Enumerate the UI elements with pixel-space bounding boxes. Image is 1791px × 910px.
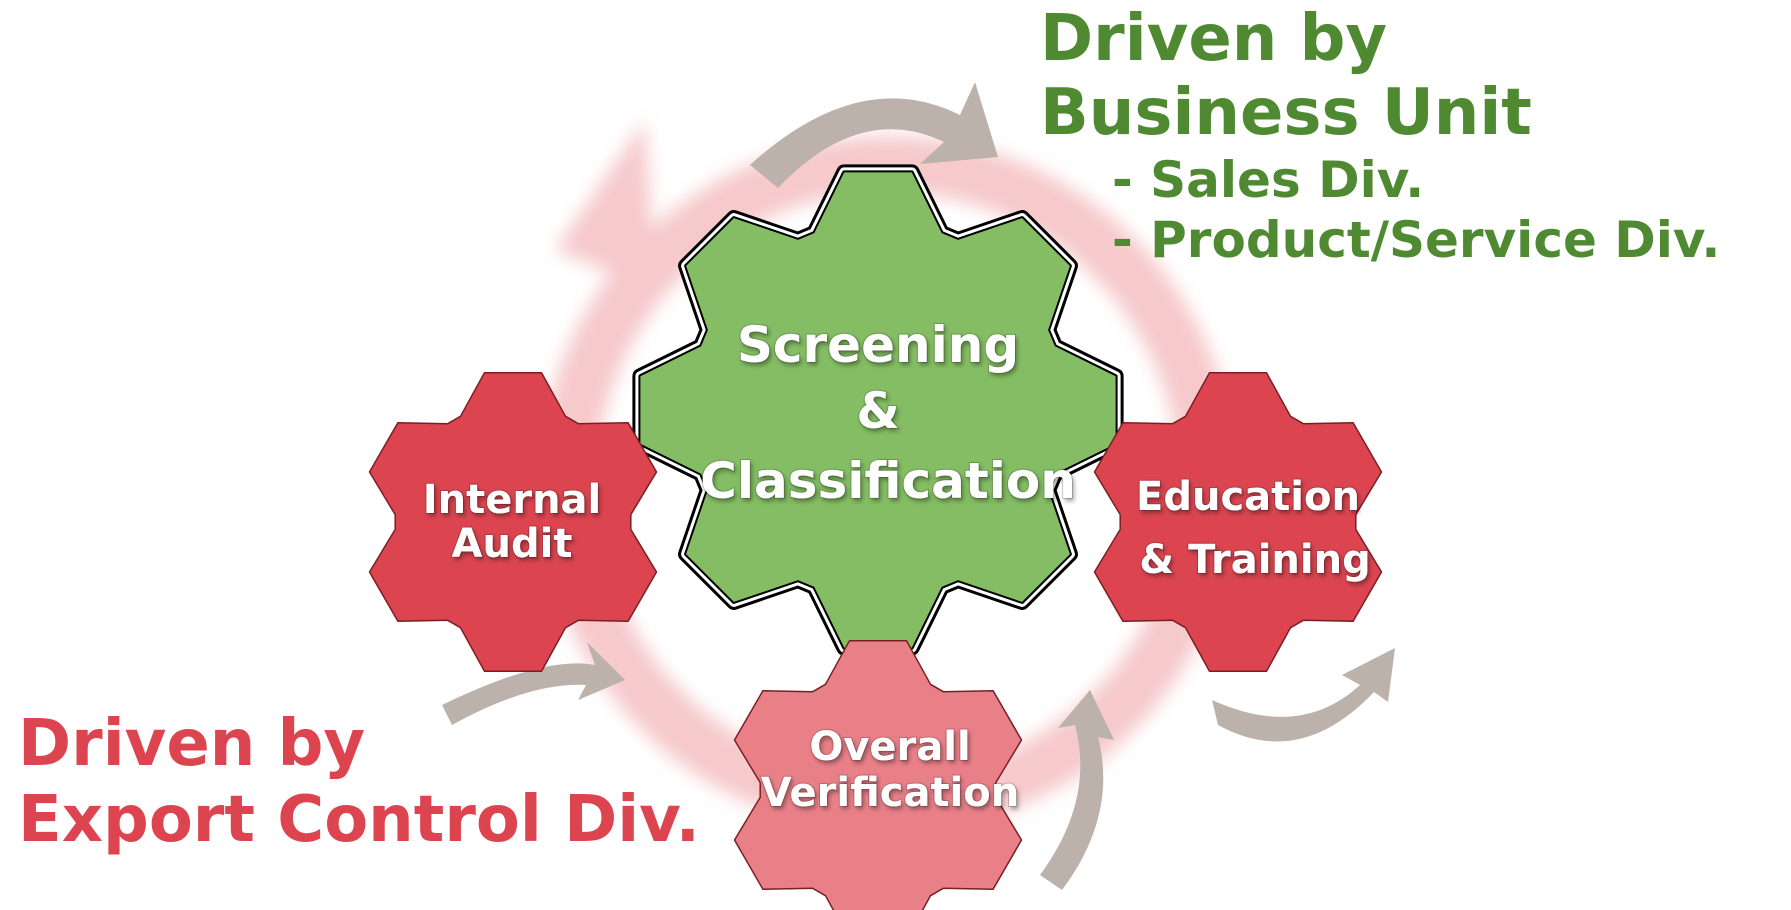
- audit-label-line1: Internal: [423, 477, 602, 523]
- education-label-line1: Education: [1136, 474, 1360, 520]
- screening-gear: [632, 164, 1124, 656]
- audit-label-line2: Audit: [452, 521, 573, 567]
- screening-label-line1: Screening: [737, 316, 1019, 374]
- arrow-right: [1212, 648, 1395, 742]
- arrow-top: [750, 82, 998, 188]
- screening-label-line2: &: [856, 382, 900, 440]
- education-gear: [1093, 371, 1383, 673]
- flow-arrows: [442, 82, 1395, 890]
- export-control-heading: Driven by Export Control Div.: [18, 706, 700, 858]
- business-unit-heading: Driven by Business Unit - Sales Div. - P…: [1040, 2, 1720, 270]
- arrow-bottom: [1040, 690, 1114, 890]
- education-label-line2: & Training: [1139, 537, 1370, 583]
- export-heading-line2: Export Control Div.: [18, 783, 700, 857]
- business-item-sales: - Sales Div.: [1112, 151, 1425, 209]
- internal-audit-gear: [368, 371, 658, 673]
- verification-label-line1: Overall: [809, 724, 970, 770]
- verification-label-line2: Verification: [761, 770, 1019, 816]
- business-item-product-service: - Product/Service Div.: [1112, 211, 1721, 269]
- screening-label-line3: Classification: [700, 452, 1076, 510]
- export-heading-line1: Driven by: [18, 707, 366, 781]
- arrow-left: [442, 642, 625, 725]
- verification-gear: [733, 639, 1023, 910]
- business-heading-line2: Business Unit: [1040, 76, 1532, 150]
- business-heading-line1: Driven by: [1040, 2, 1388, 76]
